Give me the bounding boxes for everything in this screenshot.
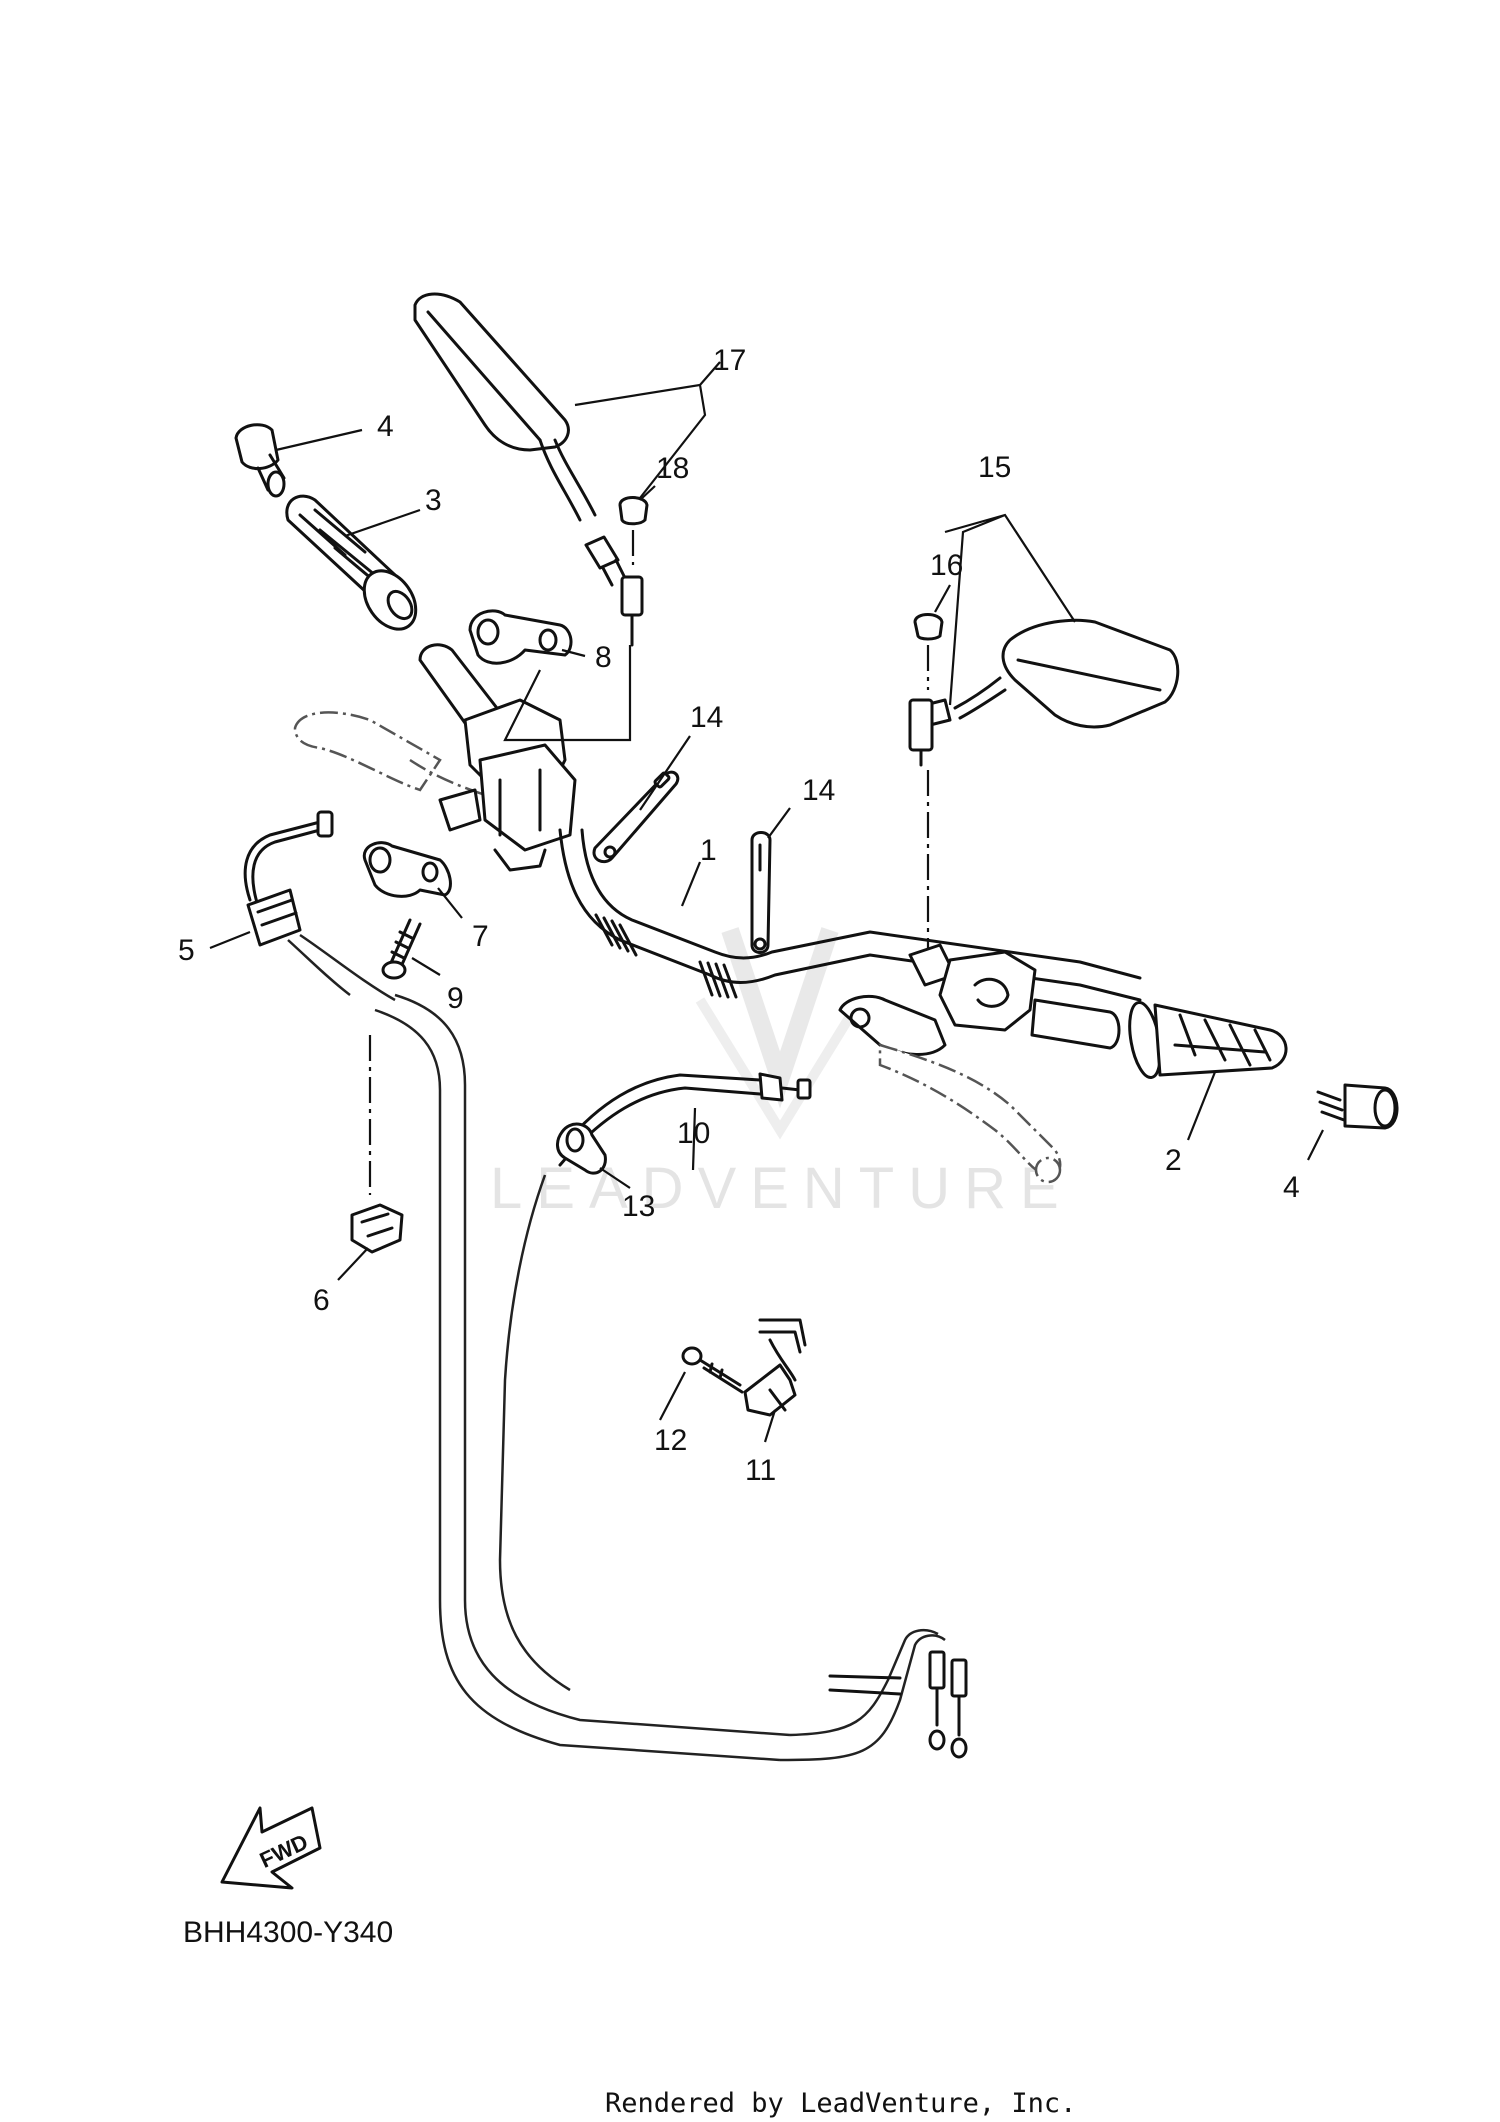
bracket-11: [743, 1318, 807, 1417]
bolt-12: [681, 1346, 744, 1394]
callout-14-left: 14: [690, 701, 723, 734]
handlebar-knurl-left: [594, 913, 638, 957]
front-brake-lever-ghost: [878, 1043, 1062, 1177]
callout-10: 10: [677, 1117, 710, 1150]
leader-11: [763, 1409, 777, 1443]
leader-10: [691, 1107, 697, 1171]
lever-holder-left: [438, 698, 577, 872]
callout-6: 6: [313, 1284, 330, 1317]
grip-left: [285, 494, 418, 631]
grip-right: [1128, 1000, 1288, 1080]
leader-4a: [275, 428, 363, 452]
leader-3: [344, 508, 421, 538]
leader-18: [639, 485, 656, 501]
mirror-nut-left: [618, 496, 649, 526]
diagram-code: BHH4300-Y340: [183, 1916, 393, 1949]
leader-1: [680, 861, 702, 907]
clutch-lever-ghost: [293, 711, 442, 792]
bar-end-left: [234, 423, 286, 498]
leader-15: [944, 513, 1076, 706]
throttle-cables: [374, 993, 968, 1762]
callout-17: 17: [713, 344, 746, 377]
cable-bracket-14a: [592, 770, 680, 864]
callout-2: 2: [1165, 1144, 1182, 1177]
handlebar-left-end: [418, 643, 502, 732]
bolt-9: [381, 918, 422, 980]
leader-14a: [639, 735, 691, 811]
callout-4-right: 4: [1283, 1171, 1300, 1204]
callout-1: 1: [700, 834, 717, 867]
callout-5: 5: [178, 934, 195, 967]
leader-14b: [767, 807, 791, 839]
handlebar-knurl-right: [698, 960, 738, 999]
handlebar-right-end: [1030, 998, 1121, 1050]
callout-16: 16: [930, 549, 963, 582]
callout-15: 15: [978, 451, 1011, 484]
leader-13: [599, 1167, 631, 1189]
leader-6: [337, 1247, 369, 1281]
fwd-arrow-icon: FWD: [220, 1806, 322, 1890]
callout-9: 9: [447, 982, 464, 1015]
handlebar: [558, 828, 1142, 1002]
clamp-left-upper: [468, 609, 573, 665]
callout-7: 7: [472, 920, 489, 953]
clamp-left-lower: [362, 841, 452, 898]
cable-bracket-14b: [750, 831, 772, 954]
lever-holder-right: [838, 943, 1037, 1056]
leader-17: [574, 361, 721, 499]
mirror-nut-right: [913, 613, 944, 641]
mirror-left: [413, 292, 644, 647]
cable-end-adjusters: [928, 1650, 968, 1759]
cable-clamp-13: [556, 1122, 607, 1175]
throttle-cable-head: [243, 810, 396, 1002]
callout-8: 8: [595, 641, 612, 674]
leader-12: [659, 1371, 686, 1421]
callout-13: 13: [622, 1190, 655, 1223]
leader-16: [934, 584, 951, 613]
callout-11: 11: [745, 1454, 776, 1487]
bar-end-right: [1316, 1083, 1399, 1130]
mirror-right: [908, 618, 1180, 767]
leader-8-link: [503, 645, 632, 742]
rendered-by: Rendered by LeadVenture, Inc.: [605, 2088, 1076, 2119]
callout-3: 3: [425, 484, 442, 517]
leader-7: [437, 887, 463, 919]
leader-9: [411, 957, 441, 976]
cable-guide-6: [350, 1203, 404, 1254]
leader-4b: [1307, 1129, 1324, 1161]
callout-18: 18: [656, 452, 689, 485]
leader-8: [561, 648, 586, 658]
callout-4-left: 4: [377, 410, 394, 443]
callout-12: 12: [654, 1424, 687, 1457]
callout-14-right: 14: [802, 774, 835, 807]
leader-2: [1186, 1071, 1217, 1141]
leader-5: [209, 930, 251, 950]
